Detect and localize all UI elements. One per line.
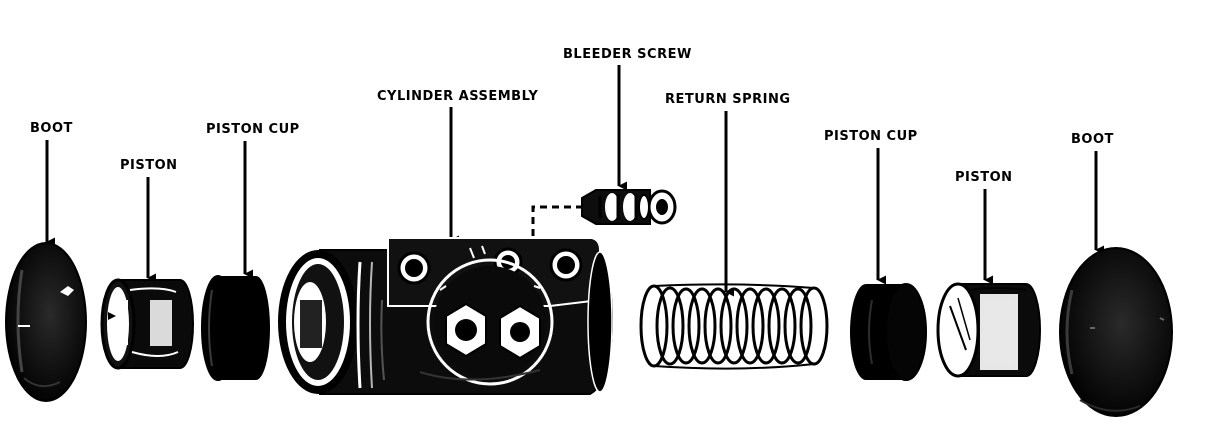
cylinder-assembly-part — [278, 237, 614, 395]
boot-right-part — [1059, 247, 1173, 417]
piston-cup-left-part — [201, 275, 270, 381]
label-boot-left: BOOT — [30, 121, 73, 136]
leader-arrows — [45, 65, 1105, 297]
label-piston-cup-left: PISTON CUP — [206, 122, 300, 137]
bleeder-dashed-guide — [531, 205, 582, 236]
boot-left-part — [5, 242, 87, 402]
label-boot-right: BOOT — [1071, 132, 1114, 147]
piston-cup-right-part — [850, 283, 927, 381]
label-piston-right: PISTON — [955, 170, 1013, 185]
label-piston-left: PISTON — [120, 158, 178, 173]
label-return-spring: RETURN SPRING — [665, 92, 791, 107]
label-bleeder-screw: BLEEDER SCREW — [563, 47, 692, 62]
piston-left-part — [100, 278, 194, 370]
label-cylinder-assembly: CYLINDER ASSEMBLY — [377, 89, 538, 104]
piston-right-part — [936, 282, 1041, 378]
label-piston-cup-right: PISTON CUP — [824, 129, 918, 144]
bleeder-screw-part — [581, 189, 677, 225]
return-spring-part — [639, 283, 829, 370]
